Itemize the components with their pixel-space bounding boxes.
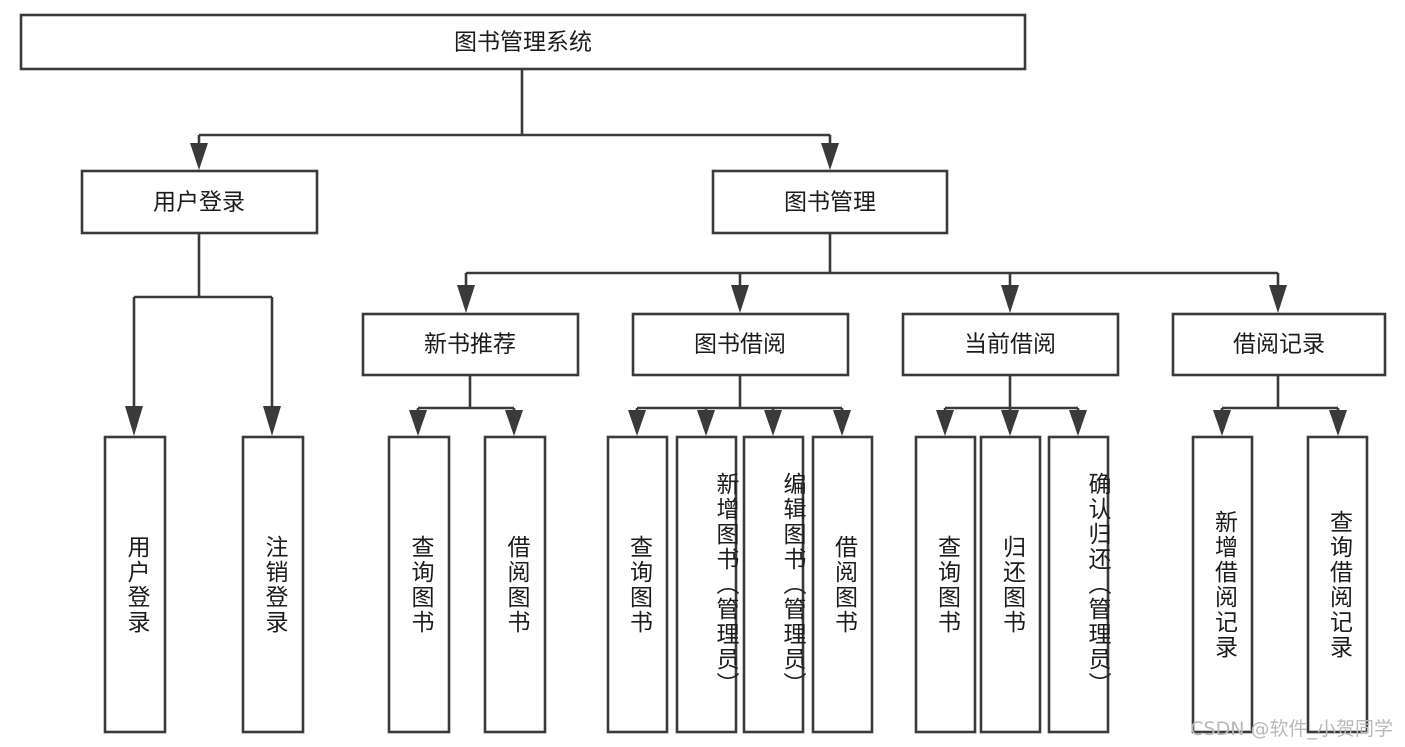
node-leaf-edit-book-box[interactable] — [742, 435, 805, 734]
csdn-watermark: CSDN @软件_小贺同学 — [1190, 718, 1393, 740]
connector-group-currentborrow — [936, 375, 1087, 436]
node-root-label: 图书管理系统 — [454, 30, 592, 56]
node-leaf-return-book-box[interactable] — [979, 435, 1042, 734]
arrowhead-leaf-confirm-return — [1069, 410, 1087, 436]
node-new-book-rec[interactable]: 新书推荐 — [361, 312, 580, 377]
connector-group-userlogin — [125, 233, 281, 436]
node-borrow-record-box[interactable] — [1171, 312, 1387, 377]
node-book-borrow-box[interactable] — [631, 312, 850, 377]
node-leaf-logout-box[interactable] — [241, 435, 305, 734]
connector-group-bookborrow — [628, 375, 851, 436]
arrowhead-new-book-rec — [457, 285, 475, 313]
node-user-login-box[interactable] — [80, 169, 319, 235]
node-root[interactable]: 图书管理系统 — [19, 13, 1027, 71]
node-leaf-borrow-book-1-box[interactable] — [483, 435, 547, 734]
node-book-borrow-label: 图书借阅 — [694, 332, 786, 358]
arrowhead-leaf-borrow-book-1 — [505, 410, 523, 436]
node-borrow-record[interactable]: 借阅记录 — [1171, 312, 1387, 377]
connector-group-newbookrec — [409, 375, 523, 436]
arrowhead-leaf-query-book-3 — [936, 410, 954, 436]
arrowhead-borrow-record — [1269, 285, 1287, 313]
node-leaf-query-book-1-box[interactable] — [387, 435, 451, 734]
node-leaf-query-book-3-box[interactable] — [914, 435, 977, 734]
arrowhead-leaf-borrow-book-2 — [833, 410, 851, 436]
arrowhead-leaf-return-book — [1001, 410, 1019, 436]
node-book-manage-box[interactable] — [711, 169, 949, 235]
node-user-login-label: 用户登录 — [153, 190, 245, 216]
arrowhead-userlogin — [190, 143, 208, 170]
arrowhead-bookmanage — [821, 143, 839, 170]
arrowhead-current-borrow — [1001, 285, 1019, 313]
arrowhead-leaf-edit-book — [764, 410, 782, 436]
arrowhead-leaf-add-book — [697, 410, 715, 436]
node-leaf-confirm-return-box[interactable] — [1047, 435, 1110, 734]
node-book-manage[interactable]: 图书管理 — [711, 169, 949, 235]
node-leaf-query-record-box[interactable] — [1306, 435, 1369, 734]
node-leaf-user-login-box[interactable] — [103, 435, 167, 734]
node-new-book-rec-box[interactable] — [361, 312, 580, 377]
arrowhead-leaf-query-record — [1329, 410, 1347, 436]
node-current-borrow[interactable]: 当前借阅 — [901, 312, 1120, 377]
node-current-borrow-box[interactable] — [901, 312, 1120, 377]
node-leaf-query-book-2-box[interactable] — [606, 435, 669, 734]
arrowhead-leaf-add-record — [1213, 410, 1231, 436]
node-book-borrow[interactable]: 图书借阅 — [631, 312, 850, 377]
arrowhead-leaf-query-book-1 — [409, 410, 427, 436]
node-user-login[interactable]: 用户登录 — [80, 169, 319, 235]
connector-group-bookmanage — [457, 233, 1287, 313]
node-leaf-add-book-box[interactable] — [675, 435, 738, 734]
arrowhead-leaf-user-login — [125, 406, 143, 436]
arrowhead-book-borrow — [731, 285, 749, 313]
node-root-box[interactable] — [19, 13, 1027, 71]
node-new-book-rec-label: 新书推荐 — [424, 332, 516, 358]
node-current-borrow-label: 当前借阅 — [964, 332, 1056, 358]
leaf-box-group — [103, 435, 1369, 734]
node-book-manage-label: 图书管理 — [784, 190, 876, 216]
arrowhead-leaf-logout — [263, 406, 281, 436]
arrowhead-leaf-query-book-2 — [628, 410, 646, 436]
node-leaf-borrow-book-2-box[interactable] — [811, 435, 874, 734]
connector-group-borrowrecord — [1213, 375, 1347, 436]
connector-group-root — [190, 69, 839, 170]
node-leaf-add-record-box[interactable] — [1191, 435, 1254, 734]
node-borrow-record-label: 借阅记录 — [1233, 332, 1325, 358]
